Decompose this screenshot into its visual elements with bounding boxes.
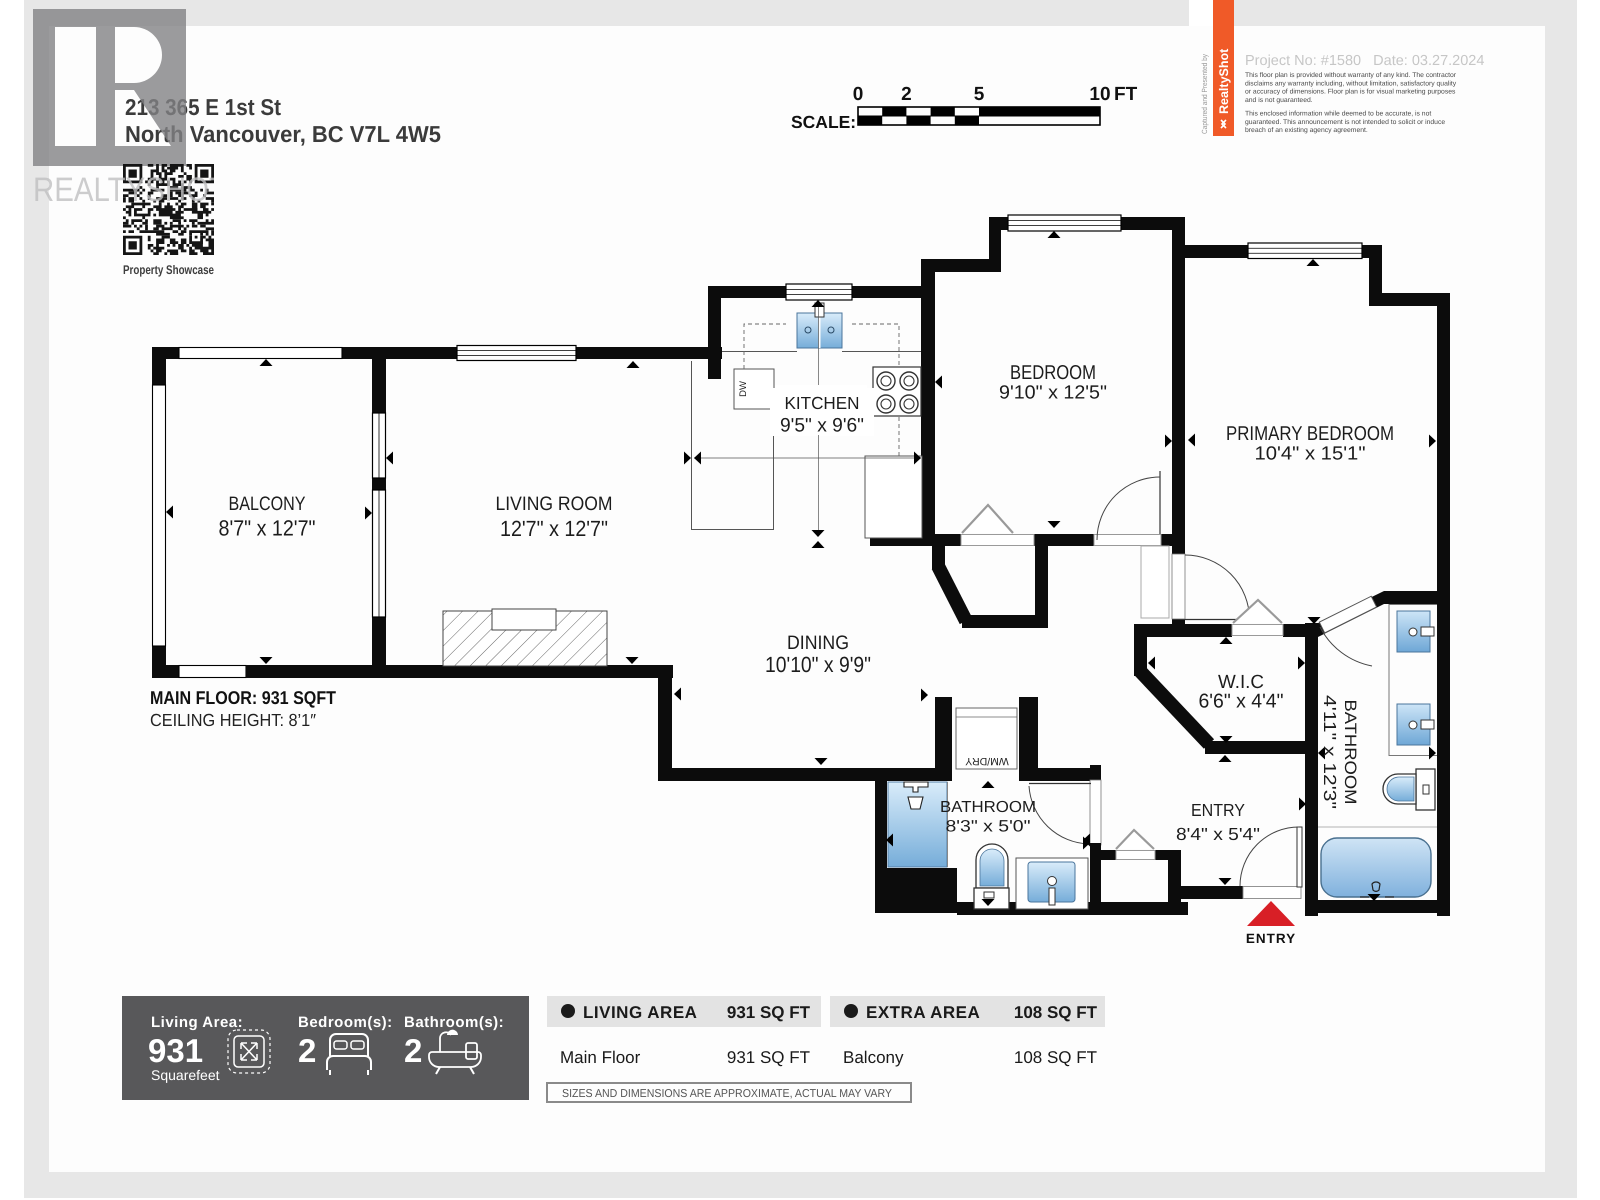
svg-text:Bedroom(s):: Bedroom(s): [298,1014,393,1031]
svg-text:EXTRA AREA: EXTRA AREA [866,1003,980,1022]
svg-text:4'11" x 12'3": 4'11" x 12'3" [1320,695,1340,809]
svg-text:DW: DW [738,381,749,397]
svg-text:This enclosed information whil: This enclosed information while deemed t… [1245,111,1431,118]
svg-text:ENTRY: ENTRY [1246,931,1296,946]
svg-text:0: 0 [853,84,864,105]
svg-text:Project No: #1580 Date: 03.2: Project No: #1580 Date: 03.27.2024 [1245,53,1484,69]
svg-text:LIVING ROOM: LIVING ROOM [496,493,613,515]
svg-text:10: 10 [1089,84,1110,105]
svg-text:931: 931 [148,1032,203,1069]
svg-text:10'4" x 15'1": 10'4" x 15'1" [1255,444,1366,465]
svg-text:CEILING HEIGHT: 8’1″: CEILING HEIGHT: 8’1″ [150,710,316,730]
svg-text:2: 2 [901,84,912,105]
svg-text:WM/DRY: WM/DRY [965,755,1009,767]
svg-text:Balcony: Balcony [843,1048,904,1067]
svg-text:W.I.C: W.I.C [1218,672,1264,693]
svg-text:MAIN FLOOR: 931 SQFT: MAIN FLOOR: 931 SQFT [150,687,337,708]
svg-text:DINING: DINING [787,632,849,654]
svg-text:Property Showcase: Property Showcase [123,263,214,277]
svg-text:RealtyShot: RealtyShot [1217,48,1231,114]
svg-text:FT: FT [1114,84,1138,105]
svg-text:Main Floor: Main Floor [560,1048,641,1067]
svg-text:REALTYSHOT: REALTYSHOT [33,171,227,209]
svg-text:BALCONY: BALCONY [229,493,306,515]
svg-text:or accuracy of dimensions. Flo: or accuracy of dimensions. Floor plan is… [1245,89,1456,96]
svg-text:9'5" x 9'6": 9'5" x 9'6" [780,415,864,437]
svg-text:BEDROOM: BEDROOM [1010,362,1096,384]
svg-text:9'10" x 12'5": 9'10" x 12'5" [999,383,1107,404]
svg-text:LIVING AREA: LIVING AREA [583,1003,697,1022]
svg-text:12'7" x 12'7": 12'7" x 12'7" [500,516,608,541]
svg-text:and is not guaranteed.: and is not guaranteed. [1245,97,1313,104]
svg-text:guaranteed. This announcement: guaranteed. This announcement is not int… [1245,119,1445,126]
svg-text:BATHROOM: BATHROOM [940,799,1036,816]
svg-text:108 SQ FT: 108 SQ FT [1014,1003,1098,1022]
svg-text:8'3" x 5'0": 8'3" x 5'0" [946,818,1031,836]
svg-text:BATHROOM: BATHROOM [1341,700,1359,805]
svg-text:931 SQ FT: 931 SQ FT [727,1048,810,1067]
svg-text:Living Area:: Living Area: [151,1014,243,1031]
svg-text:8'7" x 12'7": 8'7" x 12'7" [219,516,316,541]
svg-text:SCALE:: SCALE: [791,112,856,132]
svg-text:108 SQ FT: 108 SQ FT [1014,1048,1097,1067]
svg-text:8'4" x 5'4": 8'4" x 5'4" [1176,824,1260,844]
svg-text:ENTRY: ENTRY [1191,800,1245,820]
svg-text:breach of an existing agency a: breach of an existing agency agreement. [1245,127,1368,134]
svg-text:Captured and Presented by: Captured and Presented by [1200,54,1209,134]
svg-text:931 SQ FT: 931 SQ FT [727,1003,811,1022]
svg-text:10'10" x 9'9": 10'10" x 9'9" [765,652,871,677]
svg-text:Squarefeet: Squarefeet [151,1067,220,1083]
svg-text:KITCHEN: KITCHEN [785,393,860,413]
svg-text:disclaims any warranty includi: disclaims any warranty including, withou… [1245,80,1457,87]
svg-text:PRIMARY BEDROOM: PRIMARY BEDROOM [1226,423,1394,445]
svg-text:This floor plan is provided wi: This floor plan is provided without warr… [1245,72,1457,79]
svg-text:2: 2 [404,1032,422,1069]
svg-text:5: 5 [974,84,985,105]
svg-text:2: 2 [298,1032,316,1069]
svg-text:Bathroom(s):: Bathroom(s): [404,1014,504,1031]
svg-text:SIZES AND DIMENSIONS ARE APPRO: SIZES AND DIMENSIONS ARE APPROXIMATE, AC… [562,1088,892,1100]
svg-text:6'6" x 4'4": 6'6" x 4'4" [1199,691,1284,713]
